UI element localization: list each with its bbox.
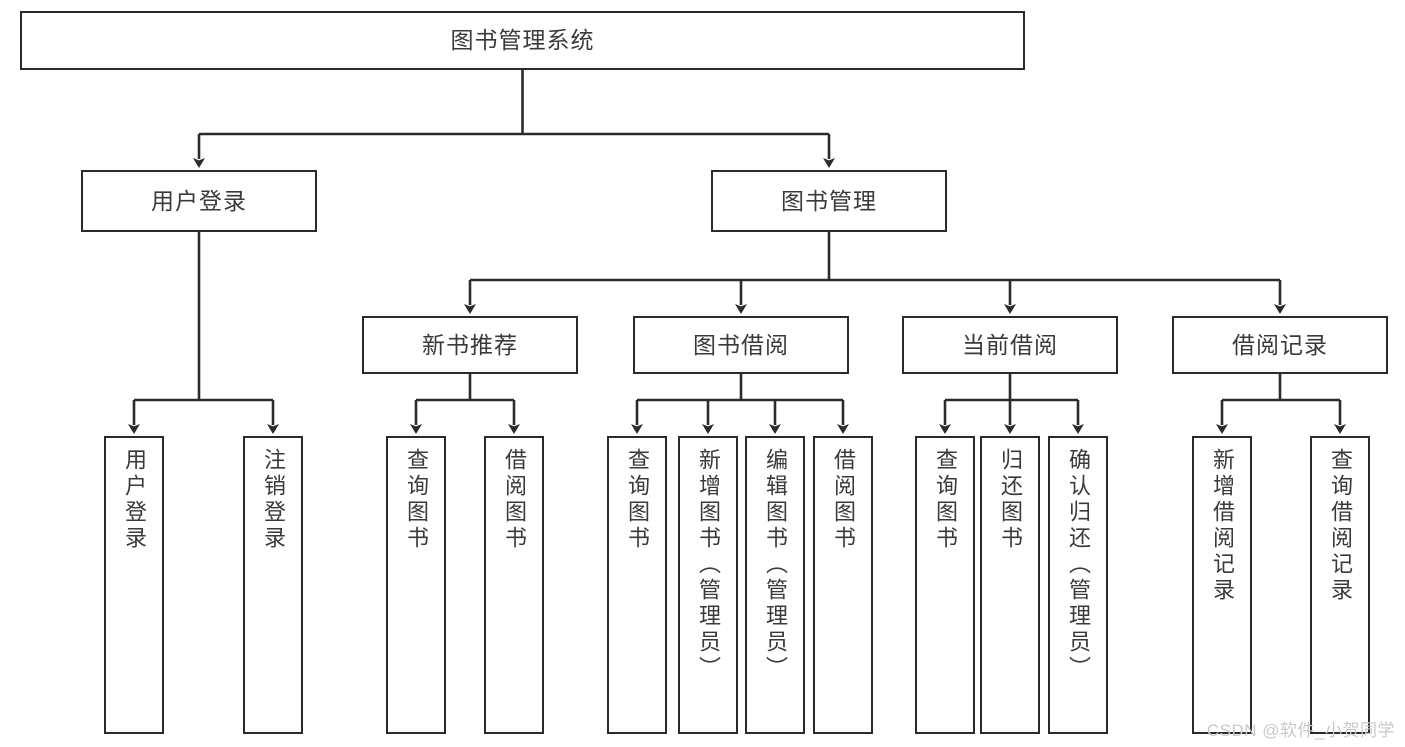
node-leaf-query-book-1[interactable]: 查询图书 — [386, 436, 446, 734]
node-leaf-query-book-3[interactable]: 查询图书 — [915, 436, 975, 734]
node-leaf-edit-book[interactable]: 编辑图书（管理员） — [745, 436, 805, 734]
node-label: 用户登录 — [122, 448, 147, 552]
node-leaf-borrow-book-1[interactable]: 借阅图书 — [484, 436, 544, 734]
node-label: 新增借阅记录 — [1210, 448, 1235, 604]
node-label: 确认归还（管理员） — [1066, 448, 1091, 682]
node-leaf-logout[interactable]: 注销登录 — [243, 436, 303, 734]
node-label: 当前借阅 — [962, 331, 1058, 358]
node-borrow-record[interactable]: 借阅记录 — [1172, 316, 1388, 374]
node-book-borrow[interactable]: 图书借阅 — [633, 316, 849, 374]
node-leaf-add-record[interactable]: 新增借阅记录 — [1192, 436, 1252, 734]
node-leaf-confirm-return[interactable]: 确认归还（管理员） — [1048, 436, 1108, 734]
node-label: 查询图书 — [404, 448, 429, 552]
node-label: 注销登录 — [261, 448, 286, 552]
node-user-login[interactable]: 用户登录 — [81, 170, 317, 232]
node-leaf-return-book[interactable]: 归还图书 — [980, 436, 1040, 734]
node-label: 查询图书 — [933, 448, 958, 552]
node-label: 编辑图书（管理员） — [763, 448, 788, 682]
node-current-borrow[interactable]: 当前借阅 — [902, 316, 1118, 374]
node-label: 查询借阅记录 — [1328, 448, 1353, 604]
node-label: 图书借阅 — [693, 331, 789, 358]
node-root[interactable]: 图书管理系统 — [20, 11, 1025, 70]
node-label: 归还图书 — [998, 448, 1023, 552]
node-leaf-add-book[interactable]: 新增图书（管理员） — [678, 436, 738, 734]
node-leaf-query-book-2[interactable]: 查询图书 — [607, 436, 667, 734]
node-book-manage[interactable]: 图书管理 — [711, 170, 947, 232]
watermark: CSDN @软件_小贺同学 — [1206, 721, 1395, 740]
node-label: 借阅图书 — [831, 448, 856, 552]
node-leaf-borrow-book-2[interactable]: 借阅图书 — [813, 436, 873, 734]
node-label: 借阅记录 — [1232, 331, 1328, 358]
node-leaf-user-login[interactable]: 用户登录 — [104, 436, 164, 734]
node-leaf-query-record[interactable]: 查询借阅记录 — [1310, 436, 1370, 734]
node-label: 图书管理 — [781, 187, 877, 214]
node-new-book-rec[interactable]: 新书推荐 — [362, 316, 578, 374]
node-label: 用户登录 — [151, 187, 247, 214]
node-label: 借阅图书 — [502, 448, 527, 552]
node-label: 新增图书（管理员） — [696, 448, 721, 682]
node-label: 查询图书 — [625, 448, 650, 552]
node-label: 图书管理系统 — [450, 27, 595, 54]
node-label: 新书推荐 — [422, 331, 518, 358]
